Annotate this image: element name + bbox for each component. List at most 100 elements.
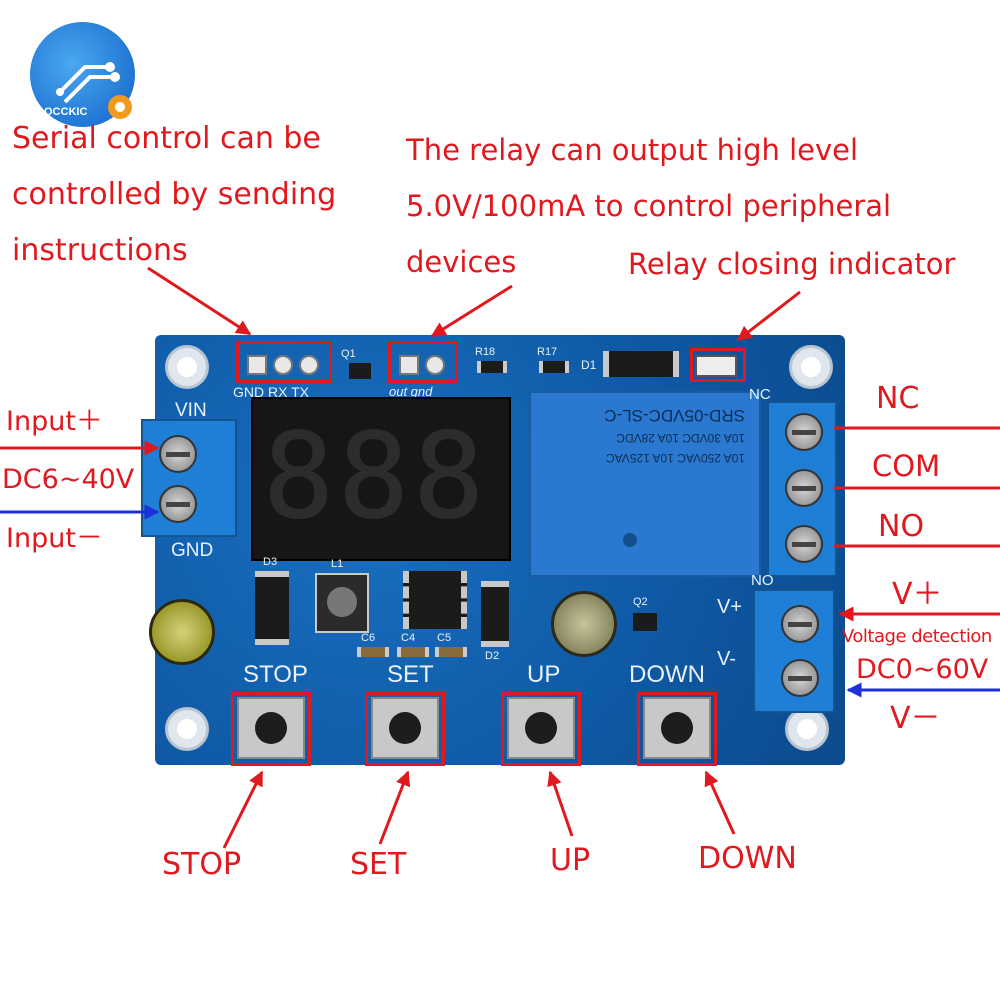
nc-screw[interactable] xyxy=(785,413,823,451)
electrolytic-capacitor-left xyxy=(149,599,215,665)
ic-chip xyxy=(403,571,467,629)
c5-capacitor xyxy=(435,647,467,657)
v-minus-screw[interactable] xyxy=(781,659,819,697)
up-annotation: UP xyxy=(550,843,591,878)
d3-label: D3 xyxy=(263,556,278,568)
serial-header-label: GND RX TX xyxy=(233,384,309,400)
set-button-cap[interactable] xyxy=(389,712,421,744)
no-screw[interactable] xyxy=(785,525,823,563)
serial-header xyxy=(241,349,327,381)
mounting-hole-top-right xyxy=(789,345,833,389)
v-minus-annotation: V－ xyxy=(890,701,941,736)
serial-arrow xyxy=(147,266,252,336)
q1-label: Q1 xyxy=(341,348,356,360)
d1-diode xyxy=(603,351,679,377)
detect-terminal-block xyxy=(753,589,835,713)
set-button[interactable] xyxy=(371,697,439,759)
relay-output-annotation-line-1: The relay can output high level xyxy=(406,133,859,167)
indicator-highlight xyxy=(690,348,746,382)
indicator-arrow xyxy=(736,290,801,342)
input-range-annotation: DC6~40V xyxy=(2,464,135,495)
up-button[interactable] xyxy=(507,697,575,759)
l1-inductor xyxy=(315,573,369,633)
serial-pin-rx xyxy=(273,355,293,375)
up-button-highlight xyxy=(501,692,581,766)
q1-transistor xyxy=(349,363,371,379)
down-arrow xyxy=(704,770,736,835)
stop-arrow xyxy=(222,770,264,849)
c4-label: C4 xyxy=(401,632,416,644)
d2-diode xyxy=(481,581,509,647)
stop-button-cap[interactable] xyxy=(255,712,287,744)
board-down-label: DOWN xyxy=(629,661,705,688)
input-minus-annotation: Input－ xyxy=(6,523,103,554)
serial-annotation-line-2: controlled by sending xyxy=(12,177,337,212)
q2-label: Q2 xyxy=(633,596,648,608)
circuit-gear-logo-icon xyxy=(56,62,132,119)
l1-label: L1 xyxy=(331,558,344,570)
relay-terminal-block xyxy=(767,401,837,577)
gnd-label: GND xyxy=(171,540,214,561)
c6-capacitor xyxy=(357,647,389,657)
v-plus-screw[interactable] xyxy=(781,605,819,643)
output-header xyxy=(393,349,453,381)
r17-label: R17 xyxy=(537,346,558,358)
relay-indicator-led xyxy=(695,355,737,377)
r18-resistor xyxy=(477,361,507,373)
output-header-label: out gnd xyxy=(389,384,433,399)
down-button[interactable] xyxy=(643,697,711,759)
relay-output-annotation-line-2: 5.0V/100mA to control peripheral xyxy=(406,189,892,223)
buzzer xyxy=(551,591,617,657)
nc-label: NC xyxy=(749,386,771,403)
d1-label: D1 xyxy=(581,358,597,372)
down-annotation: DOWN xyxy=(698,841,797,876)
l1-core xyxy=(327,587,357,617)
serial-pin-tx xyxy=(299,355,319,375)
set-button-highlight xyxy=(365,692,445,766)
input-minus-screw[interactable] xyxy=(159,485,197,523)
serial-annotation-line-3: instructions xyxy=(12,233,188,268)
set-arrow xyxy=(378,770,411,845)
serial-header-highlight xyxy=(236,341,332,383)
serial-pin-gnd xyxy=(247,355,267,375)
com-screw[interactable] xyxy=(785,469,823,507)
no-label: NO xyxy=(751,572,774,589)
up-button-cap[interactable] xyxy=(525,712,557,744)
relay: SRD-05VDC-SL-C 10A 30VDC 10A 28VDC 10A 2… xyxy=(529,391,761,577)
vin-label: VIN xyxy=(175,400,207,421)
no-annotation: NO xyxy=(878,509,925,544)
detect-range-annotation: DC0~60V xyxy=(856,654,989,685)
v-plus-label: V+ xyxy=(717,596,743,618)
d3-diode xyxy=(255,571,289,645)
board-stop-label: STOP xyxy=(243,661,308,688)
v-plus-annotation: V＋ xyxy=(892,577,943,612)
relay-output-annotation-line-3: devices xyxy=(406,245,517,279)
pcb-board: GND RX TX Q1 out gnd R18 R17 D1 VIN GND … xyxy=(141,335,845,765)
serial-annotation-line-1: Serial control can be xyxy=(12,121,321,156)
q2-transistor xyxy=(633,613,657,631)
up-arrow xyxy=(547,770,574,837)
down-button-highlight xyxy=(637,692,717,766)
c5-label: C5 xyxy=(437,632,452,644)
mounting-hole-top-left xyxy=(165,345,209,389)
brand-logo: OCCKIC xyxy=(30,22,140,132)
c4-capacitor xyxy=(397,647,429,657)
c6-label: C6 xyxy=(361,632,376,644)
mounting-hole-bottom-left xyxy=(165,707,209,751)
stop-button[interactable] xyxy=(237,697,305,759)
down-button-cap[interactable] xyxy=(661,712,693,744)
output-pin-out xyxy=(399,355,419,375)
r18-label: R18 xyxy=(475,346,496,358)
set-annotation: SET xyxy=(350,847,407,882)
r17-resistor xyxy=(539,361,569,373)
nc-annotation: NC xyxy=(876,381,920,416)
logo-text: OCCKIC xyxy=(44,106,88,118)
output-pin-gnd xyxy=(425,355,445,375)
relay-indicator-annotation: Relay closing indicator xyxy=(628,247,956,281)
output-header-highlight xyxy=(388,341,458,383)
stop-button-highlight xyxy=(231,692,311,766)
relay-nub xyxy=(623,533,637,547)
input-plus-screw[interactable] xyxy=(159,435,197,473)
stop-annotation: STOP xyxy=(162,847,242,882)
